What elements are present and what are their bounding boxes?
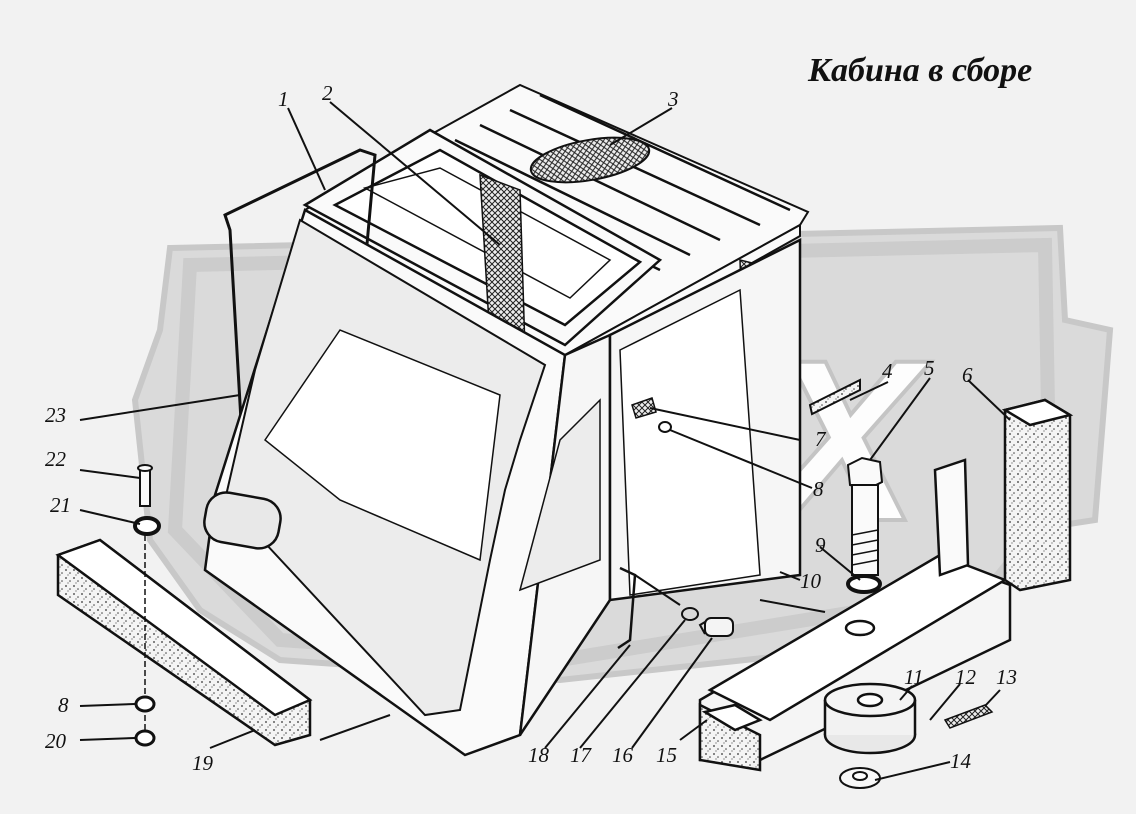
- callout-2: 2: [322, 81, 333, 105]
- nut-20: [134, 729, 156, 747]
- callout-22: 22: [45, 447, 67, 471]
- callout-18: 18: [528, 743, 550, 767]
- callout-9: 9: [815, 533, 826, 557]
- rubber-mount: [823, 682, 917, 755]
- pin-part: [698, 617, 734, 637]
- door-latch: [617, 566, 637, 650]
- spring-washer: [681, 607, 699, 621]
- washer-8-lower: [134, 695, 156, 713]
- diagram-title: Кабина в сборе: [808, 52, 1033, 89]
- washer-21: [133, 516, 161, 536]
- callout-16: 16: [612, 743, 634, 767]
- callout-8-right: 8: [813, 477, 824, 501]
- callout-10: 10: [800, 569, 822, 593]
- callout-11: 11: [904, 665, 923, 689]
- bolt: [846, 456, 884, 576]
- screw-22: [137, 464, 153, 507]
- left-rail: [55, 538, 313, 747]
- callout-17: 17: [570, 743, 593, 767]
- callout-21: 21: [50, 493, 71, 517]
- cotter-pin: [943, 704, 994, 729]
- washer-8-upper: [658, 421, 672, 433]
- callout-3: 3: [667, 87, 679, 111]
- callout-7: 7: [815, 427, 827, 451]
- vent-grille: [529, 136, 651, 184]
- cab-armrest: [203, 491, 282, 550]
- callout-5: 5: [924, 356, 935, 380]
- callout-19: 19: [192, 751, 214, 775]
- callout-6: 6: [962, 363, 973, 387]
- callout-20: 20: [45, 729, 67, 753]
- castle-nut: [839, 767, 881, 789]
- callout-labels: 1 2 3 4 5 6 7 8 9 10 11 12 13 14 15 16 1…: [45, 81, 1017, 775]
- callout-14: 14: [950, 749, 972, 773]
- callout-13: 13: [996, 665, 1017, 689]
- callout-12: 12: [955, 665, 977, 689]
- callout-4: 4: [882, 359, 893, 383]
- bolt-washer: [846, 574, 882, 594]
- leader-lines: [79, 101, 1011, 781]
- rubber-block: [1001, 398, 1074, 592]
- callout-8-left: 8: [58, 693, 69, 717]
- callout-1: 1: [278, 87, 289, 111]
- screw-7: [631, 397, 657, 419]
- seal-strip: [808, 378, 861, 416]
- callout-15: 15: [656, 743, 677, 767]
- callout-23: 23: [45, 403, 66, 427]
